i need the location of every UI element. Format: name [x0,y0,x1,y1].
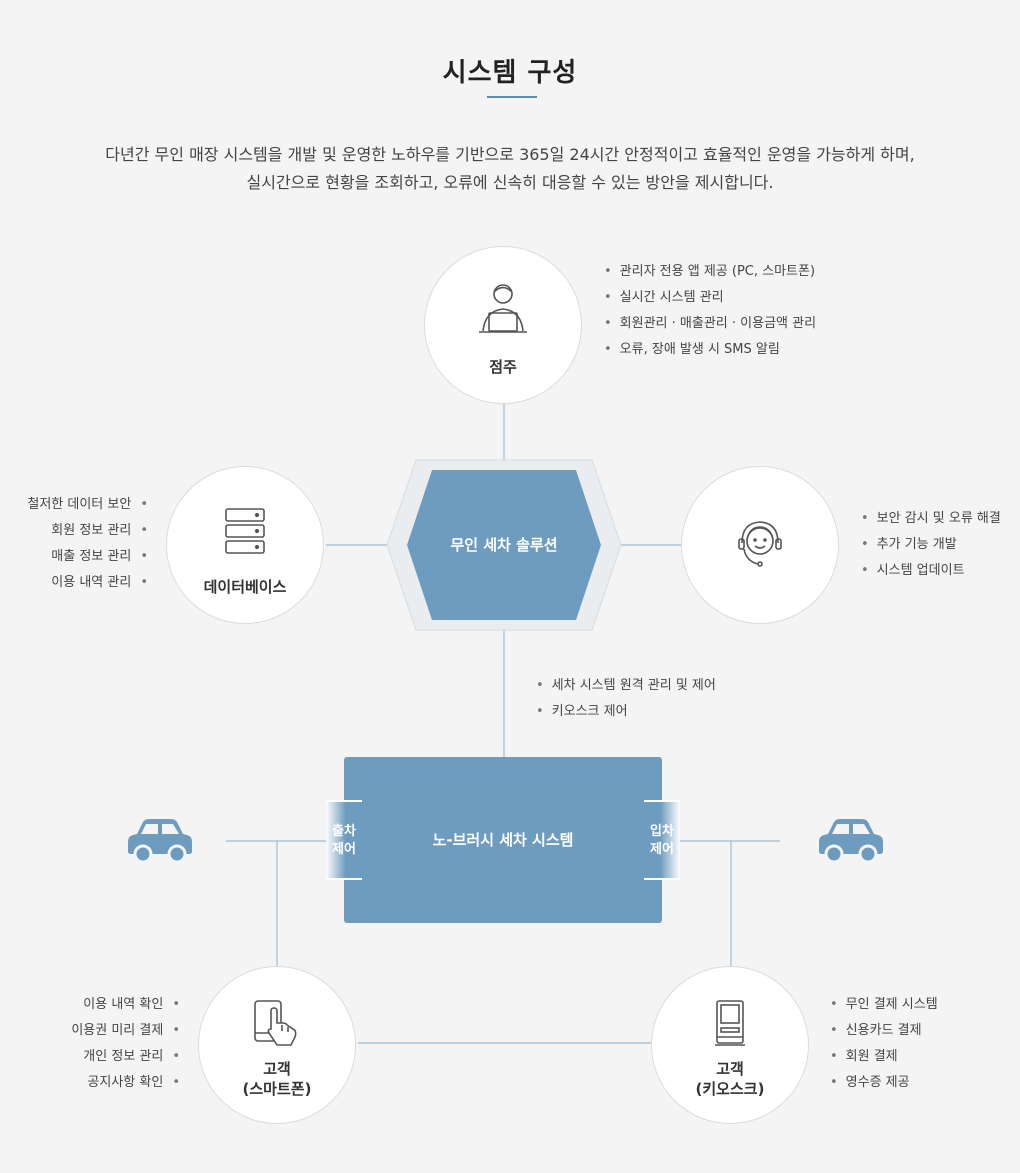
entry-control-gate: 입차 제어 [644,800,680,880]
support-feature-list: 보안 감시 및 오류 해결 추가 기능 개발 시스템 업데이트 [861,506,1001,584]
intro-line-1: 다년간 무인 매장 시스템을 개발 및 운영한 노하우를 기반으로 365일 2… [105,145,915,164]
list-item: 회원 결제 [830,1044,938,1070]
intro-text: 다년간 무인 매장 시스템을 개발 및 운영한 노하우를 기반으로 365일 2… [0,141,1020,197]
database-node: 데이터베이스 [166,466,324,624]
support-node [681,466,839,624]
list-item: 시스템 업데이트 [861,558,1001,584]
headset-support-icon [734,517,786,573]
list-item: 무인 결제 시스템 [830,992,938,1018]
customer-kiosk-node: 고객 (키오스크) [651,966,809,1124]
customer-smartphone-node: 고객 (스마트폰) [198,966,356,1124]
smartphone-touch-icon [253,999,301,1053]
page-title: 시스템 구성 [442,58,578,88]
wash-system-box: 노-브러시 세차 시스템 출차 제어 입차 제어 [326,757,680,923]
exit-control-line-1: 출차 [332,824,356,839]
hexagon-shape [386,459,622,631]
owner-node: 점주 [424,246,582,404]
entry-control-line-2: 제어 [650,842,674,857]
customer-smartphone-label-line-1: 고객 [263,1060,291,1078]
list-item: 회원 정보 관리 [27,518,148,544]
customer-smartphone-label-line-2: (스마트폰) [242,1080,312,1098]
user-laptop-icon [475,279,531,341]
list-item: 이용 내역 관리 [27,570,148,596]
list-item: 영수증 제공 [830,1070,938,1096]
car-icon [127,818,193,868]
exit-control-line-2: 제어 [332,842,356,857]
list-item: 철저한 데이터 보안 [27,492,148,518]
list-item: 보안 감시 및 오류 해결 [861,506,1001,532]
list-item: 개인 정보 관리 [71,1044,180,1070]
remote-feature-list: 세차 시스템 원격 관리 및 제어 키오스크 제어 [536,673,716,725]
entry-control-line-1: 입차 [650,824,674,839]
list-item: 실시간 시스템 관리 [604,285,816,311]
list-item: 공지사항 확인 [71,1070,180,1096]
list-item: 이용권 미리 결제 [71,1018,180,1044]
list-item: 신용카드 결제 [830,1018,938,1044]
owner-feature-list: 관리자 전용 앱 제공 (PC, 스마트폰) 실시간 시스템 관리 회원관리 ·… [604,259,816,363]
exit-control-gate: 출차 제어 [326,800,362,880]
list-item: 관리자 전용 앱 제공 (PC, 스마트폰) [604,259,816,285]
owner-label: 점주 [489,358,517,376]
database-server-icon [224,507,266,559]
customer-kiosk-label-line-1: 고객 [716,1060,744,1078]
intro-line-2: 실시간으로 현황을 조회하고, 오류에 신속히 대응할 수 있는 방안을 제시합… [246,173,774,192]
kiosk-icon [715,999,745,1051]
list-item: 키오스크 제어 [536,699,716,725]
list-item: 매출 정보 관리 [27,544,148,570]
customer-kiosk-label: 고객 (키오스크) [652,1059,808,1099]
list-item: 회원관리 · 매출관리 · 이용금액 관리 [604,311,816,337]
solution-label: 무인 세차 솔루션 [450,536,558,554]
title-underline [487,96,537,98]
list-item: 세차 시스템 원격 관리 및 제어 [536,673,716,699]
wash-system-label: 노-브러시 세차 시스템 [432,831,574,849]
customer-kiosk-label-line-2: (키오스크) [695,1080,765,1098]
customer-kiosk-feature-list: 무인 결제 시스템 신용카드 결제 회원 결제 영수증 제공 [830,992,938,1096]
customer-smartphone-feature-list: 이용 내역 확인 이용권 미리 결제 개인 정보 관리 공지사항 확인 [71,992,180,1096]
customer-smartphone-label: 고객 (스마트폰) [199,1059,355,1099]
solution-hexagon: 무인 세차 솔루션 [386,459,622,631]
database-feature-list: 철저한 데이터 보안 회원 정보 관리 매출 정보 관리 이용 내역 관리 [27,492,148,596]
car-icon [818,818,884,868]
list-item: 추가 기능 개발 [861,532,1001,558]
list-item: 오류, 장애 발생 시 SMS 알림 [604,337,816,363]
database-label: 데이터베이스 [203,578,287,596]
list-item: 이용 내역 확인 [71,992,180,1018]
